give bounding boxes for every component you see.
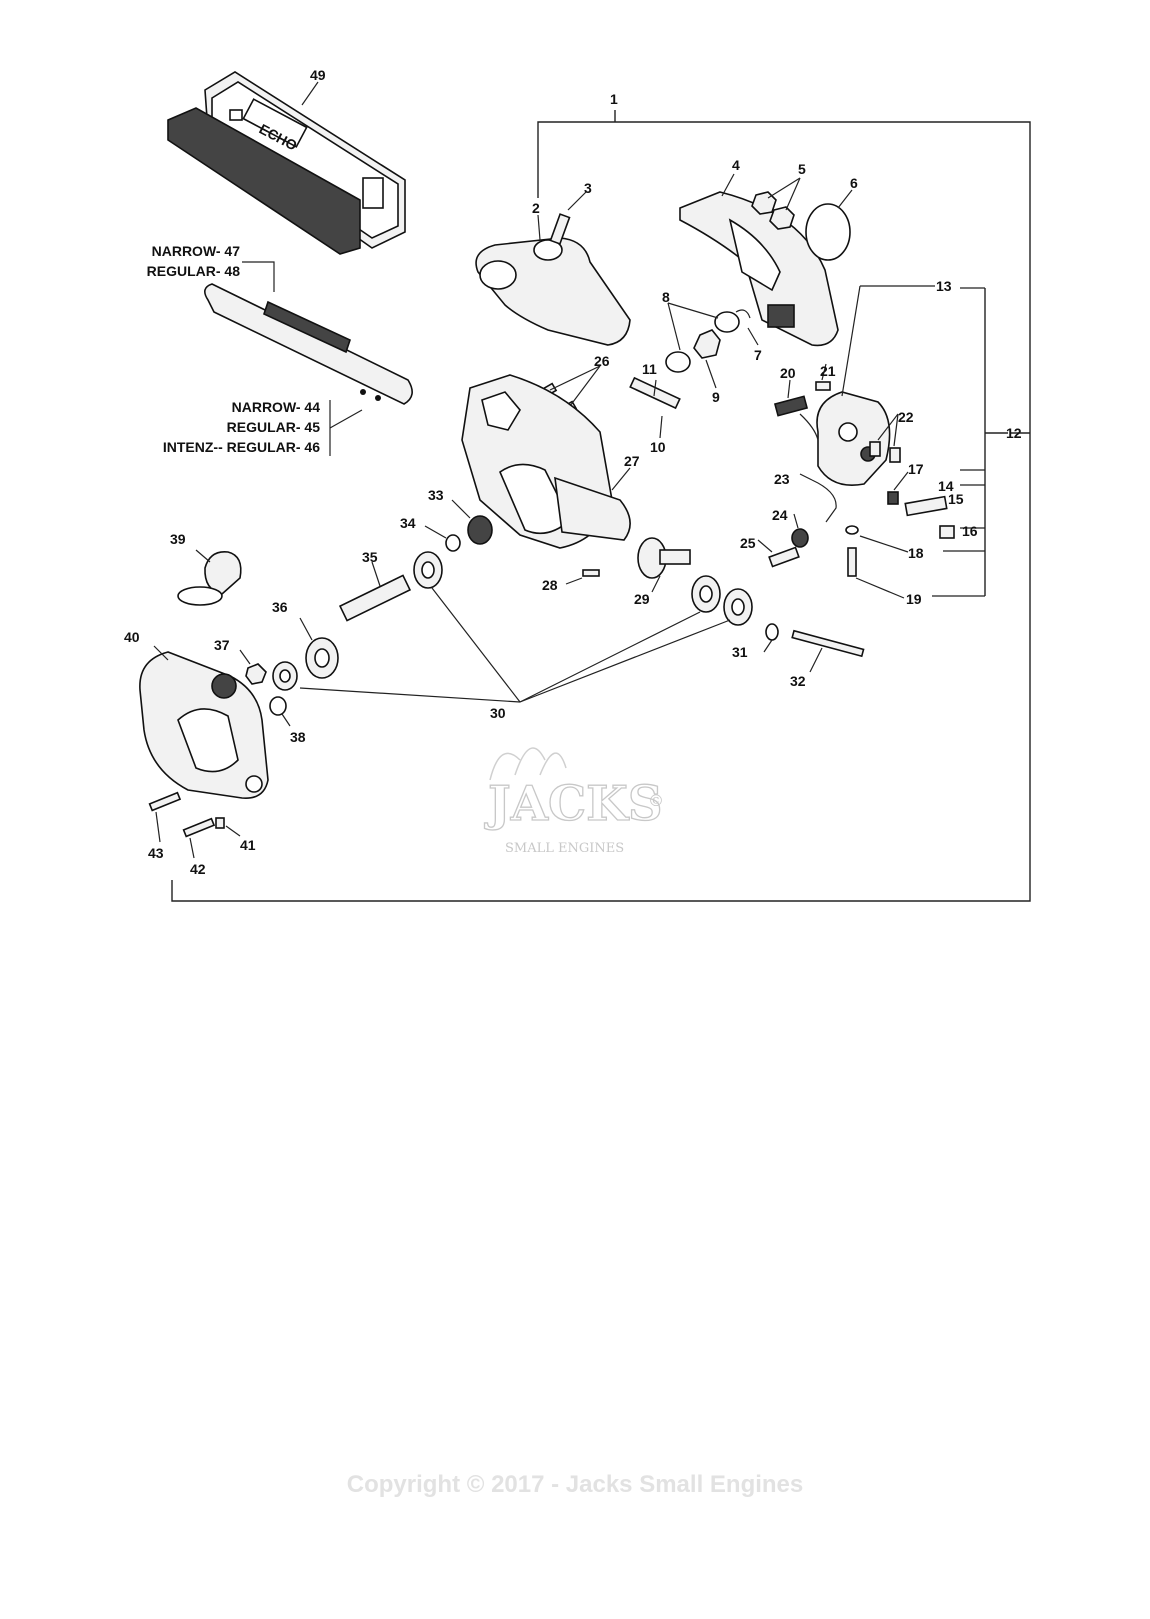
callout-2: 2 <box>532 200 540 216</box>
part-39-oil-cap <box>177 549 242 606</box>
part-4-cover <box>679 173 839 347</box>
watermark-text: JACKS <box>484 776 663 832</box>
callout-9: 9 <box>712 389 720 405</box>
callout-4: 4 <box>732 157 740 173</box>
part-35-spindle <box>338 561 412 622</box>
copyright-notice: Copyright © 2017 - Jacks Small Engines <box>347 1471 804 1498</box>
bar-narrow-label: NARROW- 47 <box>152 243 241 259</box>
callout-29: 29 <box>634 591 650 607</box>
callout-18: 18 <box>908 545 924 561</box>
part-49-scabbard: ECHO <box>167 71 406 255</box>
watermark-copyright-mark: © <box>648 791 664 810</box>
callout-19: 19 <box>906 591 922 607</box>
chain-regular-label: REGULAR- 45 <box>227 419 321 435</box>
part-43-bolt <box>148 791 182 843</box>
callout-30: 30 <box>490 705 506 721</box>
callout-12: 12 <box>1006 425 1022 441</box>
part-28-screw <box>565 569 600 585</box>
callout-22: 22 <box>898 409 914 425</box>
part-40-oil-tank <box>139 645 269 799</box>
part-34-ring <box>424 525 461 552</box>
callout-17: 17 <box>908 461 924 477</box>
part-14-15-17-adjuster <box>887 471 955 539</box>
bar-variant-labels: NARROW- 47 REGULAR- 48 <box>147 243 241 279</box>
part-47-48-guide-bar <box>204 261 413 405</box>
callout-13: 13 <box>936 278 952 294</box>
callout-26: 26 <box>594 353 610 369</box>
callout-41: 41 <box>240 837 256 853</box>
part-9-sprocket <box>693 329 721 389</box>
callout-8: 8 <box>662 289 670 305</box>
part-18-19-pin <box>845 525 909 599</box>
callout-10: 10 <box>650 439 666 455</box>
part-38-bushing <box>269 696 291 727</box>
callout-24: 24 <box>772 507 788 523</box>
callout-33: 33 <box>428 487 444 503</box>
bar-regular-label: REGULAR- 48 <box>147 263 241 279</box>
callout-27: 27 <box>624 453 640 469</box>
callout-5: 5 <box>798 161 806 177</box>
callout-40: 40 <box>124 629 140 645</box>
part-2-gear-housing <box>475 214 631 346</box>
part-32-shaft <box>791 629 865 673</box>
watermark-logo: JACKS © SMALL ENGINES <box>483 747 664 856</box>
part-23-hose <box>799 473 837 523</box>
callout-42: 42 <box>190 861 206 877</box>
part-31-ring <box>763 623 779 653</box>
callout-16: 16 <box>962 523 978 539</box>
callout-25: 25 <box>740 535 756 551</box>
callout-1: 1 <box>610 91 618 107</box>
callout-37: 37 <box>214 637 230 653</box>
callout-3: 3 <box>584 180 592 196</box>
part-20-21-tube <box>773 363 831 441</box>
callout-43: 43 <box>148 845 164 861</box>
callout-49: 49 <box>310 67 326 83</box>
part-6-ring <box>805 189 853 261</box>
watermark-subtext: SMALL ENGINES <box>505 841 624 856</box>
callout-32: 32 <box>790 673 806 689</box>
part-30-bearings <box>272 551 753 703</box>
part-10-11-pin <box>629 376 681 439</box>
callout-6: 6 <box>850 175 858 191</box>
part-8-washers <box>665 302 740 373</box>
callout-38: 38 <box>290 729 306 745</box>
callout-28: 28 <box>542 577 558 593</box>
callout-34: 34 <box>400 515 416 531</box>
callout-23: 23 <box>774 471 790 487</box>
chain-intenz-label: INTENZ-- REGULAR- 46 <box>163 439 320 455</box>
callout-36: 36 <box>272 599 288 615</box>
callout-31: 31 <box>732 644 748 660</box>
callout-labels: 1 2 3 4 5 6 7 8 9 10 11 12 13 14 15 16 1… <box>124 67 1022 877</box>
callout-7: 7 <box>754 347 762 363</box>
callout-35: 35 <box>362 549 378 565</box>
callout-39: 39 <box>170 531 186 547</box>
part-22-screws <box>869 413 901 463</box>
part-7-snap-ring <box>735 309 759 346</box>
part-42-bolt <box>182 817 216 859</box>
part-37-nut <box>239 649 267 685</box>
chain-narrow-label: NARROW- 44 <box>232 399 321 415</box>
part-27-gear-case <box>461 374 631 549</box>
part-25-pin <box>757 539 800 568</box>
callout-21: 21 <box>820 363 836 379</box>
part-29-gear <box>637 537 691 593</box>
callout-14: 14 <box>938 478 954 494</box>
callout-11: 11 <box>642 361 657 377</box>
part-36-gear <box>299 617 339 679</box>
chain-variant-labels: NARROW- 44 REGULAR- 45 INTENZ-- REGULAR-… <box>163 399 320 455</box>
part-33-gear <box>451 499 493 545</box>
part-41-sleeve <box>215 817 241 837</box>
callout-20: 20 <box>780 365 796 381</box>
part-24-seal <box>791 513 809 548</box>
callout-15: 15 <box>948 491 964 507</box>
part-5-nuts <box>751 177 801 230</box>
assembly-frame <box>171 110 1031 902</box>
part-3-screw <box>549 191 587 245</box>
